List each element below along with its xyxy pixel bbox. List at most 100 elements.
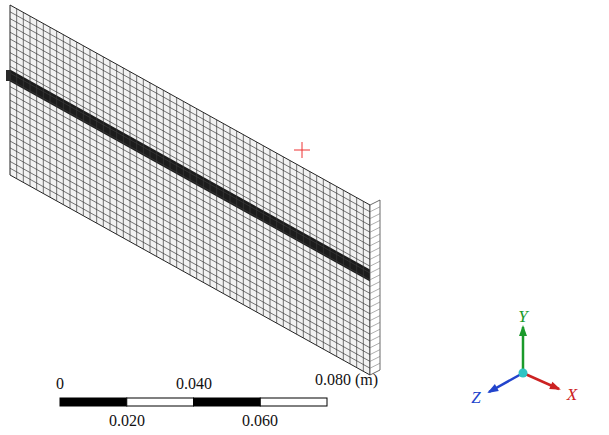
mesh-line [370, 329, 380, 334]
scale-label: 0.060 [242, 413, 278, 429]
mesh-line [150, 83, 151, 253]
mesh-line [116, 64, 117, 234]
mesh-line [370, 356, 380, 361]
axis-arrowhead [549, 382, 561, 390]
mesh-line [370, 207, 380, 212]
mesh-line [70, 38, 71, 208]
mesh-line [183, 101, 184, 271]
mesh-line [316, 175, 317, 345]
mesh-line [50, 27, 51, 197]
scale-bar [194, 398, 261, 406]
mesh-line [283, 157, 284, 327]
mesh-line [83, 46, 84, 216]
scale-label: 0.040 [176, 376, 212, 392]
scale-label: 0 [56, 376, 64, 392]
plate-side [370, 200, 380, 375]
mesh-line [10, 107, 370, 307]
mesh-line [176, 98, 177, 268]
mesh-line [370, 295, 380, 300]
mesh-line [10, 141, 370, 341]
mesh-line [370, 288, 380, 293]
mesh-line [210, 116, 211, 286]
pivot-cross [302, 142, 303, 158]
mesh-line [10, 66, 370, 266]
mesh-line [90, 49, 91, 219]
scale-label: 0.080 (m) [315, 372, 378, 388]
mesh-line [323, 179, 324, 349]
mesh-line [216, 120, 217, 290]
scale-bar [260, 398, 327, 406]
mesh-line [10, 134, 370, 334]
mesh-line [10, 161, 370, 361]
mesh-line [203, 112, 204, 282]
scale-label: 0.020 [109, 413, 145, 429]
mesh-line [10, 168, 370, 368]
axis-origin [519, 369, 528, 378]
mesh-line [156, 86, 157, 256]
mesh-line [270, 149, 271, 319]
mesh-line [10, 19, 370, 219]
mesh-line [10, 114, 370, 314]
mesh-line [170, 94, 171, 264]
mesh-line [36, 20, 37, 190]
mesh-line [370, 302, 380, 307]
mesh-line [250, 138, 251, 308]
mesh-line [296, 164, 297, 334]
mesh-line [130, 72, 131, 242]
mesh-line [276, 153, 277, 323]
mesh-line [370, 234, 380, 239]
mesh-line [263, 146, 264, 316]
mesh-line [10, 25, 370, 225]
mesh-line [76, 42, 77, 212]
mesh-line [30, 16, 31, 186]
mesh-line [356, 198, 357, 368]
mesh-line [230, 127, 231, 297]
mesh-line [10, 80, 370, 280]
mesh-line [10, 87, 370, 287]
mesh-line [10, 148, 370, 348]
mesh-line [103, 57, 104, 227]
mesh-line [190, 105, 191, 275]
mesh-line [336, 186, 337, 356]
mesh-line [370, 350, 380, 355]
mesh-line [110, 61, 111, 231]
mesh-line [370, 220, 380, 225]
mesh-line [370, 227, 380, 232]
mesh-line [370, 275, 380, 280]
mesh-line [56, 31, 57, 201]
mesh-line [10, 53, 370, 253]
mesh-line [256, 142, 257, 312]
mesh-line [10, 12, 370, 212]
mesh-line [370, 214, 380, 219]
weld-band [10, 70, 370, 282]
mesh-line [363, 201, 364, 371]
mesh-line [163, 90, 164, 260]
scale-bar [60, 398, 127, 406]
mesh-line [370, 309, 380, 314]
axis-arrowhead [519, 325, 527, 336]
mesh-line [223, 124, 224, 294]
mesh-line [310, 172, 311, 342]
axis-label: Y [518, 308, 527, 325]
mesh-line [370, 241, 380, 246]
mesh-line [16, 9, 17, 179]
mesh-line [370, 343, 380, 348]
mesh-line [10, 155, 370, 355]
mesh-line [370, 268, 380, 273]
mesh-line [43, 24, 44, 194]
mesh-line [370, 254, 380, 259]
mesh-line [23, 12, 24, 182]
mesh-line [370, 261, 380, 266]
mesh-line [10, 127, 370, 327]
axis-arrowhead [487, 384, 499, 393]
mesh-line [330, 183, 331, 353]
axis-label: X [567, 386, 577, 403]
mesh-line [196, 109, 197, 279]
mesh-line [370, 282, 380, 287]
mesh-line [370, 322, 380, 327]
mesh-line [10, 121, 370, 321]
mesh-line [136, 75, 137, 245]
mesh-line [10, 59, 370, 259]
